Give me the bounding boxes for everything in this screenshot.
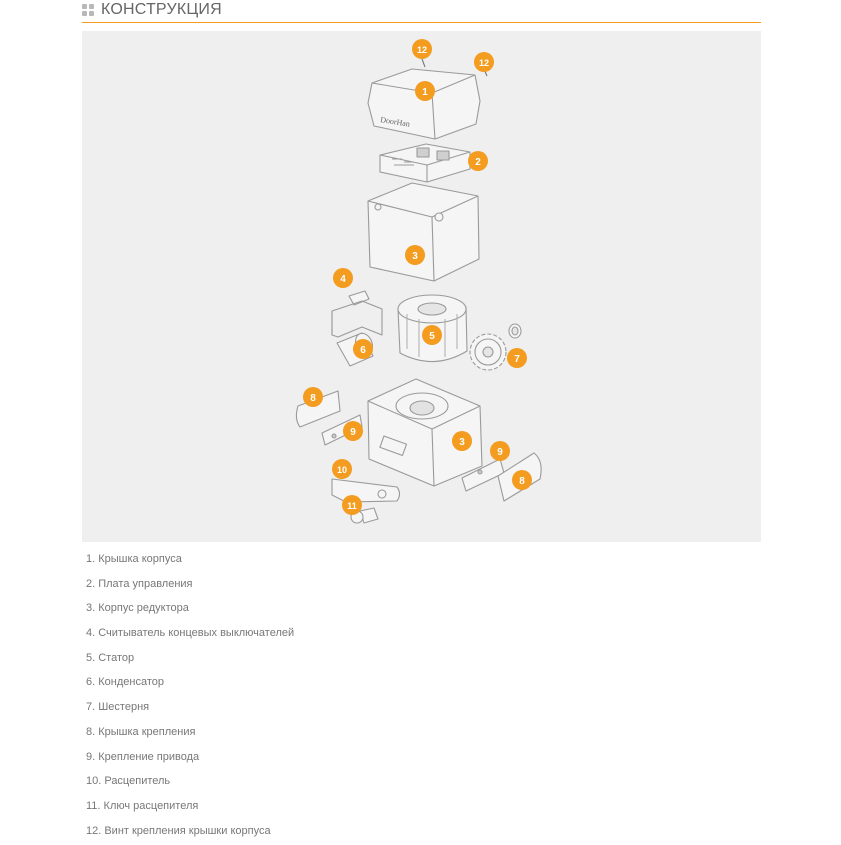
svg-text:3: 3 [459, 437, 465, 448]
svg-text:2: 2 [475, 157, 481, 168]
svg-text:12: 12 [417, 45, 427, 55]
svg-text:6: 6 [360, 345, 366, 356]
parts-list-item: 5. Статор [86, 651, 135, 664]
callout-10: 10 [332, 459, 352, 479]
release-lever-part [331, 478, 401, 503]
parts-list-item: 7. Шестерня [86, 701, 150, 714]
parts-list: 1. Крышка корпуса 2. Плата управления 3.… [86, 549, 294, 845]
parts-list-item: 3. Корпус редуктора [86, 602, 189, 615]
callout-12-right: 12 [474, 52, 494, 72]
callout-3-lower: 3 [452, 431, 472, 451]
svg-text:8: 8 [519, 476, 525, 487]
svg-text:3: 3 [412, 251, 418, 262]
svg-text:9: 9 [497, 447, 503, 458]
parts-list-item: 2. Плата управления [86, 577, 193, 590]
callout-12-left: 12 [412, 39, 432, 59]
svg-text:8: 8 [310, 393, 316, 404]
grid-icon [82, 4, 94, 16]
callout-6: 6 [353, 339, 373, 359]
exploded-diagram-drawing: DoorHan [295, 39, 542, 524]
upper-housing-part [367, 182, 480, 282]
svg-text:5: 5 [429, 331, 435, 342]
callout-8-right: 8 [512, 470, 532, 490]
parts-list-item: 4. Считыватель концевых выключателей [86, 627, 295, 640]
svg-text:10: 10 [337, 465, 347, 475]
callout-8-left: 8 [303, 387, 323, 407]
parts-list-item: 8. Крышка крепления [86, 725, 196, 738]
callout-2: 2 [468, 151, 488, 171]
gear-part [469, 323, 522, 371]
callout-5: 5 [422, 325, 442, 345]
section-header: КОНСТРУКЦИЯ [82, 0, 761, 23]
section-title: КОНСТРУКЦИЯ [101, 1, 222, 18]
svg-text:4: 4 [340, 274, 346, 285]
callout-9-right: 9 [490, 441, 510, 461]
callout-7: 7 [507, 348, 527, 368]
svg-text:9: 9 [350, 427, 356, 438]
callout-9-left: 9 [343, 421, 363, 441]
callout-3-upper: 3 [405, 245, 425, 265]
mount-cover-left [295, 390, 341, 428]
parts-list-item: 10. Расцепитель [86, 775, 171, 788]
svg-text:12: 12 [479, 58, 489, 68]
svg-text:7: 7 [514, 354, 520, 365]
callout-11: 11 [342, 495, 362, 515]
svg-text:11: 11 [347, 501, 357, 511]
parts-list-item: 9. Крепление привода [86, 750, 200, 763]
parts-list-item: 1. Крышка корпуса [86, 553, 182, 565]
parts-list-item: 12. Винт крепления крышки корпуса [86, 824, 271, 837]
parts-list-item: 11. Ключ расцепителя [86, 799, 199, 812]
parts-list-item: 6. Конденсатор [86, 676, 164, 689]
callout-4: 4 [333, 268, 353, 288]
exploded-diagram: DoorHan [82, 31, 761, 542]
svg-text:1: 1 [422, 87, 428, 98]
callout-1: 1 [415, 81, 435, 101]
